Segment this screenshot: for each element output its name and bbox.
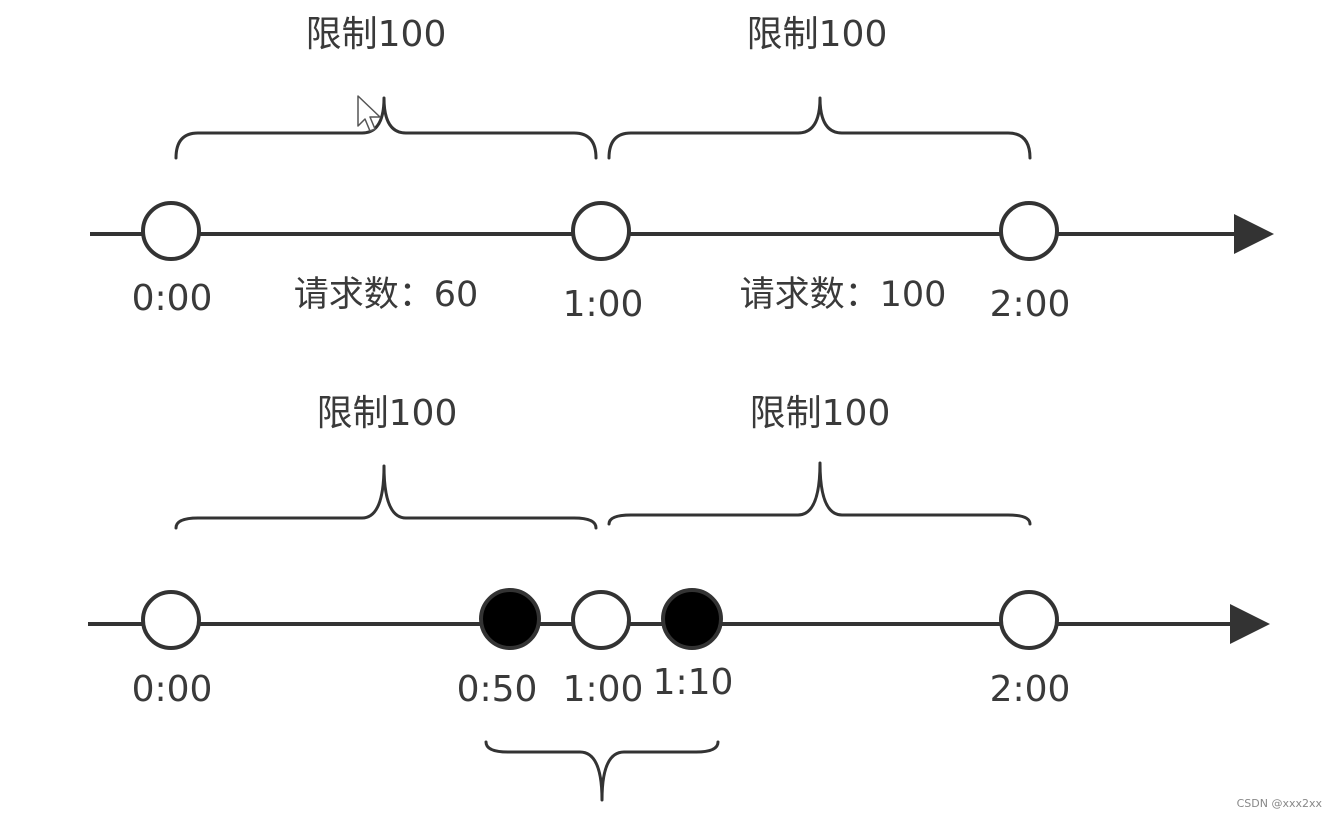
top-window-2-brace (607, 96, 1032, 160)
top-window-1-limit-label: 限制100 (306, 14, 447, 55)
top-point-2-00 (999, 201, 1059, 261)
top-tick-label-0-00: 0:00 (132, 278, 213, 319)
top-window-1-brace (174, 96, 598, 160)
bottom-tick-label-2-00: 2:00 (990, 669, 1071, 710)
bottom-point-0-50-filled (479, 588, 541, 650)
top-point-1-00 (571, 201, 631, 261)
top-point-0-00 (141, 201, 201, 261)
bottom-window-1-limit-label: 限制100 (317, 393, 458, 434)
bottom-point-0-00 (141, 590, 201, 650)
bottom-window-2-limit-label: 限制100 (750, 393, 891, 434)
top-window-2-request-count: 请求数：100 (740, 275, 947, 315)
bottom-tick-label-0-50: 0:50 (457, 669, 538, 710)
bottom-point-1-00 (571, 590, 631, 650)
bottom-window-2-brace (607, 461, 1032, 526)
top-tick-label-2-00: 2:00 (990, 284, 1071, 325)
top-window-1-request-count: 请求数：60 (294, 275, 479, 315)
bottom-tick-label-1-10: 1:10 (653, 662, 734, 703)
top-window-2-limit-label: 限制100 (747, 14, 888, 55)
bottom-burst-interval-brace (484, 740, 720, 802)
top-tick-label-1-00: 1:00 (563, 284, 644, 325)
bottom-tick-label-1-00: 1:00 (563, 669, 644, 710)
mouse-pointer-icon (357, 95, 381, 132)
bottom-point-2-00 (999, 590, 1059, 650)
bottom-window-1-brace (174, 464, 598, 530)
bottom-timeline-group: 限制100 限制100 0:00 0:50 1:00 1:10 2:00 (88, 393, 1270, 802)
watermark-text: CSDN @xxx2xx (1237, 797, 1323, 810)
bottom-point-1-10-filled (661, 588, 723, 650)
top-timeline-group: 限制100 限制100 0:00 1:00 2:00 请求数：60 请求数：10… (90, 14, 1274, 325)
bottom-tick-label-0-00: 0:00 (132, 669, 213, 710)
